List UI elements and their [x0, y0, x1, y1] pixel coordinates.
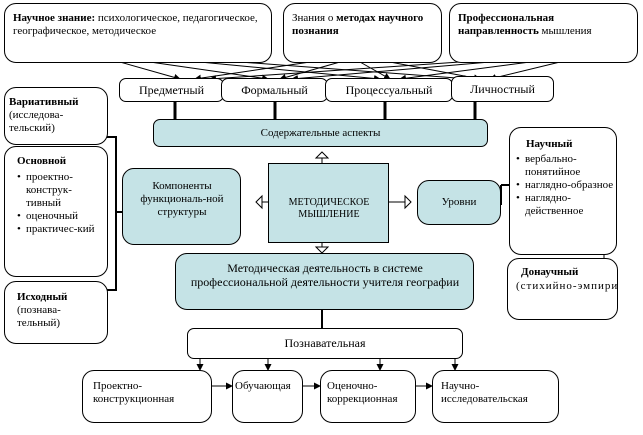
- main-title: Основной: [17, 155, 67, 167]
- assessment-correction-text: Оценочно-коррекционная: [327, 380, 398, 405]
- design-construction-text: Проектно-конструкционная: [93, 380, 175, 405]
- methods-knowledge-box: Знания о методах научного познания: [283, 3, 442, 63]
- scientific-research-box: Научно-исследовательская: [432, 370, 559, 423]
- variative-title: Вариативный: [9, 96, 79, 108]
- style-subject: Предметный: [119, 78, 224, 102]
- assessment-correction-box: Оценочно-коррекционная: [320, 370, 416, 423]
- prescientific-subtitle: (стихийно-эмпирическ: [516, 280, 618, 292]
- methodical-activity-text: Методическая деятельность в системе проф…: [190, 261, 460, 289]
- main-item: практичес-кий: [17, 223, 103, 236]
- methodical-activity-box: Методическая деятельность в системе проф…: [175, 253, 474, 310]
- scientific-research-text: Научно-исследовательская: [441, 380, 528, 405]
- content-aspects-box: Содержательные аспекты: [153, 119, 488, 147]
- variative-subtitle: (исследова-тельский): [9, 109, 64, 134]
- methods-knowledge-text: Знания о методах научного познания: [292, 12, 424, 37]
- style-personal: Личностный: [451, 76, 554, 102]
- cognitive-box: Познавательная: [187, 328, 463, 359]
- components-text: Компоненты функциональ-ной структуры: [140, 180, 224, 218]
- main-box: Основной проектно-конструк-тивный оценоч…: [4, 146, 108, 277]
- prescientific-title: Донаучный: [521, 266, 579, 278]
- variative-box: Вариативный (исследова-тельский): [4, 87, 108, 145]
- scientific-knowledge-text: Научное знание: психологическое, педагог…: [13, 12, 258, 37]
- scientific-item: наглядно-действенное: [516, 192, 614, 218]
- professional-orientation-text: Профессиональная направленность мышления: [458, 12, 592, 37]
- teaching-text: Обучающая: [235, 380, 291, 392]
- scientific-item: наглядно-образное: [516, 179, 614, 192]
- prescientific-box: Донаучный (стихийно-эмпирическ: [507, 258, 618, 320]
- main-item: оценочный: [17, 210, 103, 223]
- scientific-knowledge-box: Научное знание: психологическое, педагог…: [4, 3, 272, 63]
- scientific-item: вербально-понятийное: [516, 153, 614, 179]
- scientific-title: Научный: [526, 138, 573, 150]
- components-box: Компоненты функциональ-ной структуры: [122, 168, 241, 245]
- professional-orientation-box: Профессиональная направленность мышления: [449, 3, 638, 63]
- main-list: проектно-конструк-тивный оценочный практ…: [17, 171, 103, 236]
- scientific-list: вербально-понятийное наглядно-образное н…: [516, 153, 614, 218]
- style-formal: Формальный: [221, 78, 328, 102]
- teaching-box: Обучающая: [232, 370, 303, 423]
- style-process: Процессуальный: [325, 78, 453, 102]
- methodical-thinking-box: МЕТОДИЧЕСКОЕ МЫШЛЕНИЕ: [268, 163, 389, 243]
- initial-box: Исходный (познава-тельный): [4, 281, 108, 344]
- levels-box: Уровни: [417, 180, 501, 225]
- initial-subtitle: (познава-тельный): [17, 304, 61, 329]
- main-item: проектно-конструк-тивный: [17, 171, 103, 210]
- design-construction-box: Проектно-конструкционная: [82, 370, 212, 423]
- methodical-thinking-text: МЕТОДИЧЕСКОЕ МЫШЛЕНИЕ: [288, 197, 370, 220]
- scientific-box: Научный вербально-понятийное наглядно-об…: [509, 127, 617, 255]
- initial-title: Исходный: [17, 291, 68, 303]
